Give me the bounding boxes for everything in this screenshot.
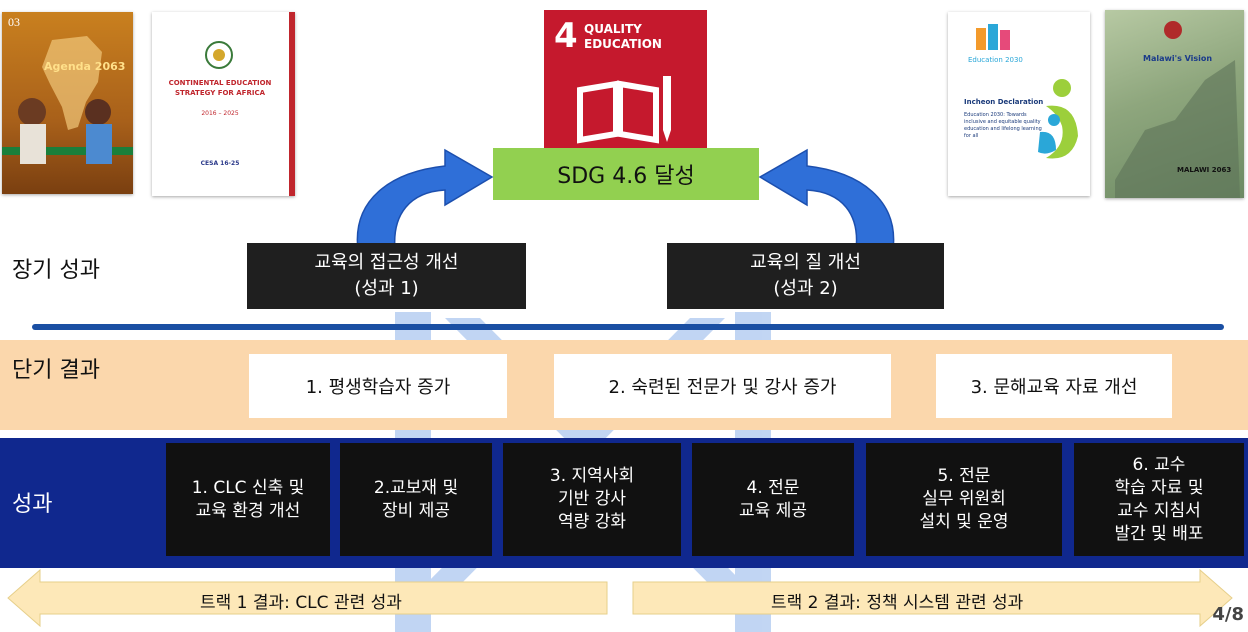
output-3-line: 기반 강사: [558, 489, 626, 509]
malawi-vision-cover: Malawi's Vision MALAWI 2063: [1105, 10, 1244, 198]
track-1-arrow: [7, 568, 608, 628]
right-curved-arrow-icon: [758, 148, 895, 251]
city-landscape-image: [1115, 21, 1240, 198]
page-number: 4/8: [1212, 604, 1244, 625]
output-4: 4. 전문 교육 제공: [692, 443, 854, 556]
left-curved-arrow-icon: [356, 148, 494, 251]
output-5-line: 실무 위원회: [922, 489, 1006, 509]
output-2-line: 장비 제공: [382, 500, 450, 521]
output-6-line: 교수 지침서: [1117, 500, 1201, 521]
output-4-line: 4. 전문: [746, 477, 800, 498]
cesa-cover: CONTINENTAL EDUCATION STRATEGY FOR AFRIC…: [152, 12, 295, 196]
output-5: 5. 전문 실무 위원회 설치 및 운영: [866, 443, 1062, 556]
malawi-title: Malawi's Vision: [1143, 54, 1213, 63]
cesa-years: 2016 – 2025: [201, 110, 239, 117]
cesa-code: CESA 16-25: [200, 160, 240, 167]
output-2: 2.교보재 및 장비 제공: [340, 443, 492, 556]
short-term-result-1: 1. 평생학습자 증가: [249, 354, 507, 418]
output-4-line: 교육 제공: [739, 500, 807, 521]
output-5-line: 설치 및 운영: [919, 512, 1009, 532]
figure-swoosh-image: [1038, 79, 1078, 159]
output-3-line: 역량 강화: [558, 512, 626, 532]
output-5-line: 5. 전문: [937, 466, 991, 486]
output-6-line: 발간 및 배포: [1114, 523, 1204, 544]
label-short-term: 단기 결과: [12, 358, 100, 383]
output-6-line: 6. 교수: [1132, 454, 1186, 475]
output-6: 6. 교수 학습 자료 및 교수 지침서 발간 및 배포: [1074, 443, 1244, 556]
africa-map-image: [2, 36, 133, 164]
book-pencil-icon: [577, 76, 671, 144]
output-1-line: 1. CLC 신축 및: [191, 477, 305, 498]
outcome-1-line1: 교육의 접근성 개선: [314, 252, 459, 273]
short-term-result-2: 2. 숙련된 전문가 및 강사 증가: [554, 354, 891, 418]
label-long-term: 장기 성과: [12, 258, 100, 283]
outcome-2-line2: (성과 2): [773, 278, 838, 299]
outcome-1-line2: (성과 1): [354, 278, 419, 299]
output-2-line: 2.교보재 및: [373, 477, 459, 498]
outcome-2-line1: 교육의 질 개선: [750, 252, 861, 273]
malawi-code: MALAWI 2063: [1177, 166, 1232, 174]
track-2-arrow: [632, 568, 1233, 628]
au-emblem-icon: [205, 41, 233, 69]
output-3-line: 3. 지역사회: [549, 466, 635, 486]
incheon-top-text: Education 2030: [968, 56, 1023, 64]
sdg-number: 4: [554, 16, 578, 56]
agenda-2063-cover: 03 Agenda 2063: [2, 12, 133, 194]
cesa-title: CONTINENTAL EDUCATION STRATEGY FOR AFRIC…: [168, 79, 272, 97]
sdg4-tile: 4 QUALITY EDUCATION: [544, 10, 707, 170]
agenda-number: 03: [8, 15, 20, 29]
sdg-title: QUALITY EDUCATION: [584, 22, 662, 51]
output-6-line: 학습 자료 및: [1114, 477, 1204, 498]
goal-box: SDG 4.6 달성: [493, 148, 759, 200]
long-term-outcome-1: 교육의 접근성 개선 (성과 1): [247, 243, 526, 309]
track-2-label: 트랙 2 결과: 정책 시스템 관련 성과: [771, 593, 1024, 613]
short-term-result-3: 3. 문해교육 자료 개선: [936, 354, 1172, 418]
long-term-outcome-2: 교육의 질 개선 (성과 2): [667, 243, 944, 309]
output-3: 3. 지역사회 기반 강사 역량 강화: [503, 443, 681, 556]
incheon-body: Education 2030: Towards inclusive and eq…: [964, 112, 1042, 139]
output-1-line: 교육 환경 개선: [195, 500, 301, 521]
incheon-title: Incheon Declaration: [964, 98, 1044, 106]
divider-line: [32, 324, 1224, 330]
incheon-declaration-cover: Education 2030 Incheon Declaration Educa…: [948, 12, 1090, 196]
education-2030-logo-icon: [976, 24, 1010, 50]
agenda-title: Agenda 2063: [44, 60, 126, 73]
track-1-label: 트랙 1 결과: CLC 관련 성과: [200, 593, 402, 613]
label-outputs: 성과: [12, 492, 53, 517]
output-1: 1. CLC 신축 및 교육 환경 개선: [166, 443, 330, 556]
